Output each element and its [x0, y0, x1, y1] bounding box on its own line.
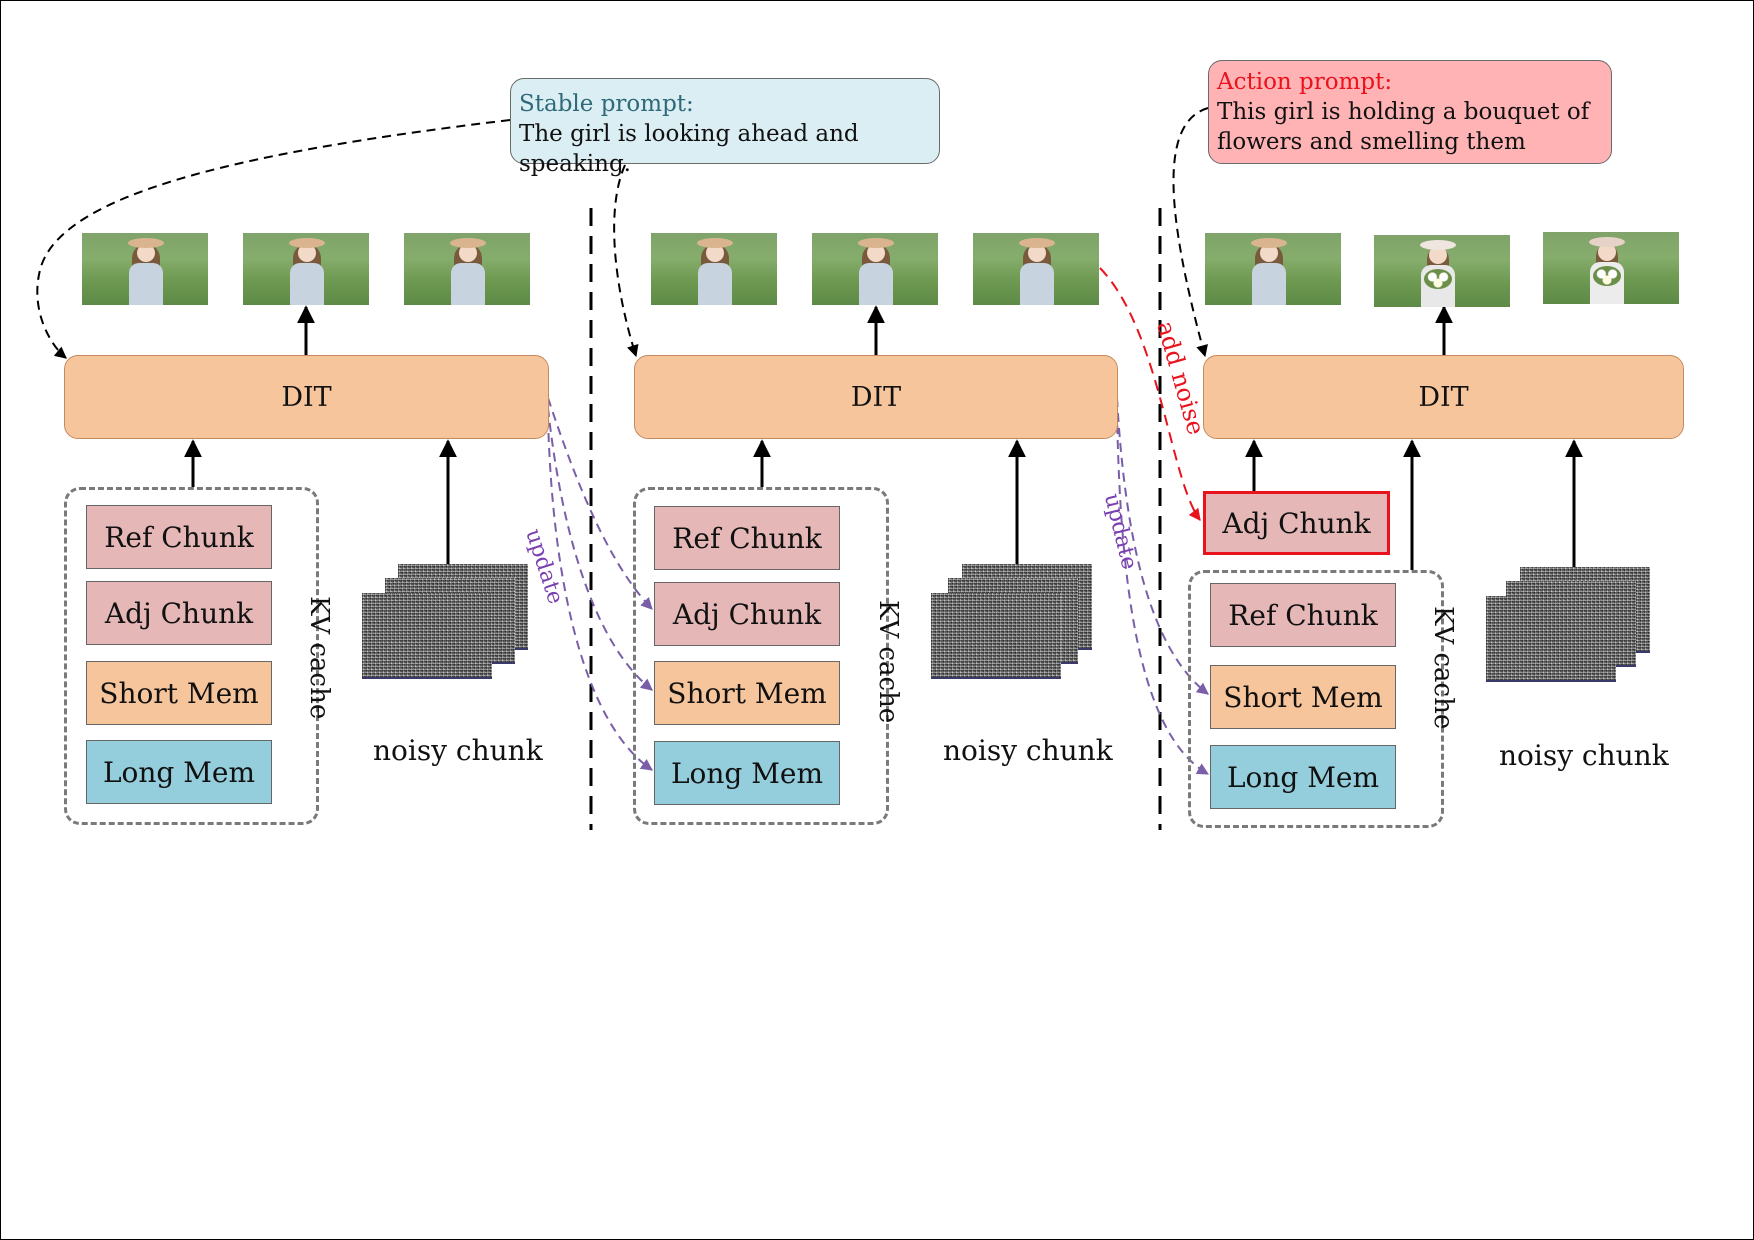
- video-frame-3-3: [1543, 232, 1679, 304]
- kv-cache-label-stage-3: KV cache: [1428, 606, 1458, 730]
- stable-prompt-box: Stable prompt: The girl is looking ahead…: [510, 78, 940, 177]
- video-frame-1-2: [243, 233, 369, 305]
- noise-sheet-3a: [1486, 596, 1616, 682]
- dit-block-stage-1: DIT: [64, 355, 549, 439]
- adj-chunk-stage-2: Adj Chunk: [654, 582, 840, 646]
- dit-block-stage-2: DIT: [634, 355, 1118, 439]
- video-frame-2-2: [812, 233, 938, 305]
- kv-cache-label-stage-1: KV cache: [304, 596, 334, 720]
- video-frame-3-2: [1374, 235, 1510, 307]
- adj-chunk-stage-1: Adj Chunk: [86, 581, 272, 645]
- noisy-chunk-label-stage-2: noisy chunk: [943, 734, 1113, 767]
- noise-sheet-1a: [362, 593, 492, 679]
- video-frame-2-1: [651, 233, 777, 305]
- stable-prompt-heading: Stable prompt:: [519, 91, 694, 117]
- ref-chunk-stage-1: Ref Chunk: [86, 505, 272, 569]
- stable-prompt-arrow-stage2: [613, 164, 639, 358]
- video-frame-1-1: [82, 233, 208, 305]
- update-arrow-2b: [1116, 409, 1210, 775]
- video-frame-1-3: [404, 233, 530, 305]
- kv-cache-group-stage-2: [633, 487, 889, 825]
- action-prompt-line-2: flowers and smelling them: [1217, 129, 1526, 155]
- noisy-chunk-label-stage-1: noisy chunk: [373, 734, 543, 767]
- video-frame-3-1: [1205, 233, 1341, 305]
- short-mem-stage-2: Short Mem: [654, 661, 840, 725]
- add-noise-arrow: [1099, 267, 1201, 521]
- long-mem-stage-1: Long Mem: [86, 740, 272, 804]
- long-mem-stage-2: Long Mem: [654, 741, 840, 805]
- adj-chunk-stage-3: Adj Chunk: [1203, 491, 1390, 555]
- stable-prompt-arrow-stage1: [36, 119, 511, 359]
- dit-block-stage-3: DIT: [1203, 355, 1684, 439]
- kv-cache-group-stage-1: [64, 487, 319, 825]
- long-mem-stage-3: Long Mem: [1210, 745, 1396, 809]
- action-prompt-arrow-stage3: [1172, 107, 1209, 358]
- kv-cache-label-stage-2: KV cache: [873, 600, 903, 724]
- kv-cache-group-stage-3: [1188, 570, 1444, 828]
- action-prompt-heading: Action prompt:: [1217, 69, 1393, 95]
- action-prompt-box: Action prompt: This girl is holding a bo…: [1208, 60, 1612, 164]
- update-arrow-2a: [1116, 397, 1209, 695]
- update-arrow-1c: [547, 417, 653, 771]
- ref-chunk-stage-3: Ref Chunk: [1210, 583, 1396, 647]
- update-arrow-1b: [547, 407, 653, 691]
- noise-sheet-2a: [931, 593, 1061, 679]
- ref-chunk-stage-2: Ref Chunk: [654, 506, 840, 570]
- action-prompt-line-1: This girl is holding a bouquet of: [1217, 99, 1590, 125]
- video-frame-2-3: [973, 233, 1099, 305]
- noisy-chunk-label-stage-3: noisy chunk: [1499, 739, 1669, 772]
- stable-prompt-text: The girl is looking ahead and speaking.: [519, 121, 859, 177]
- short-mem-stage-3: Short Mem: [1210, 665, 1396, 729]
- short-mem-stage-1: Short Mem: [86, 661, 272, 725]
